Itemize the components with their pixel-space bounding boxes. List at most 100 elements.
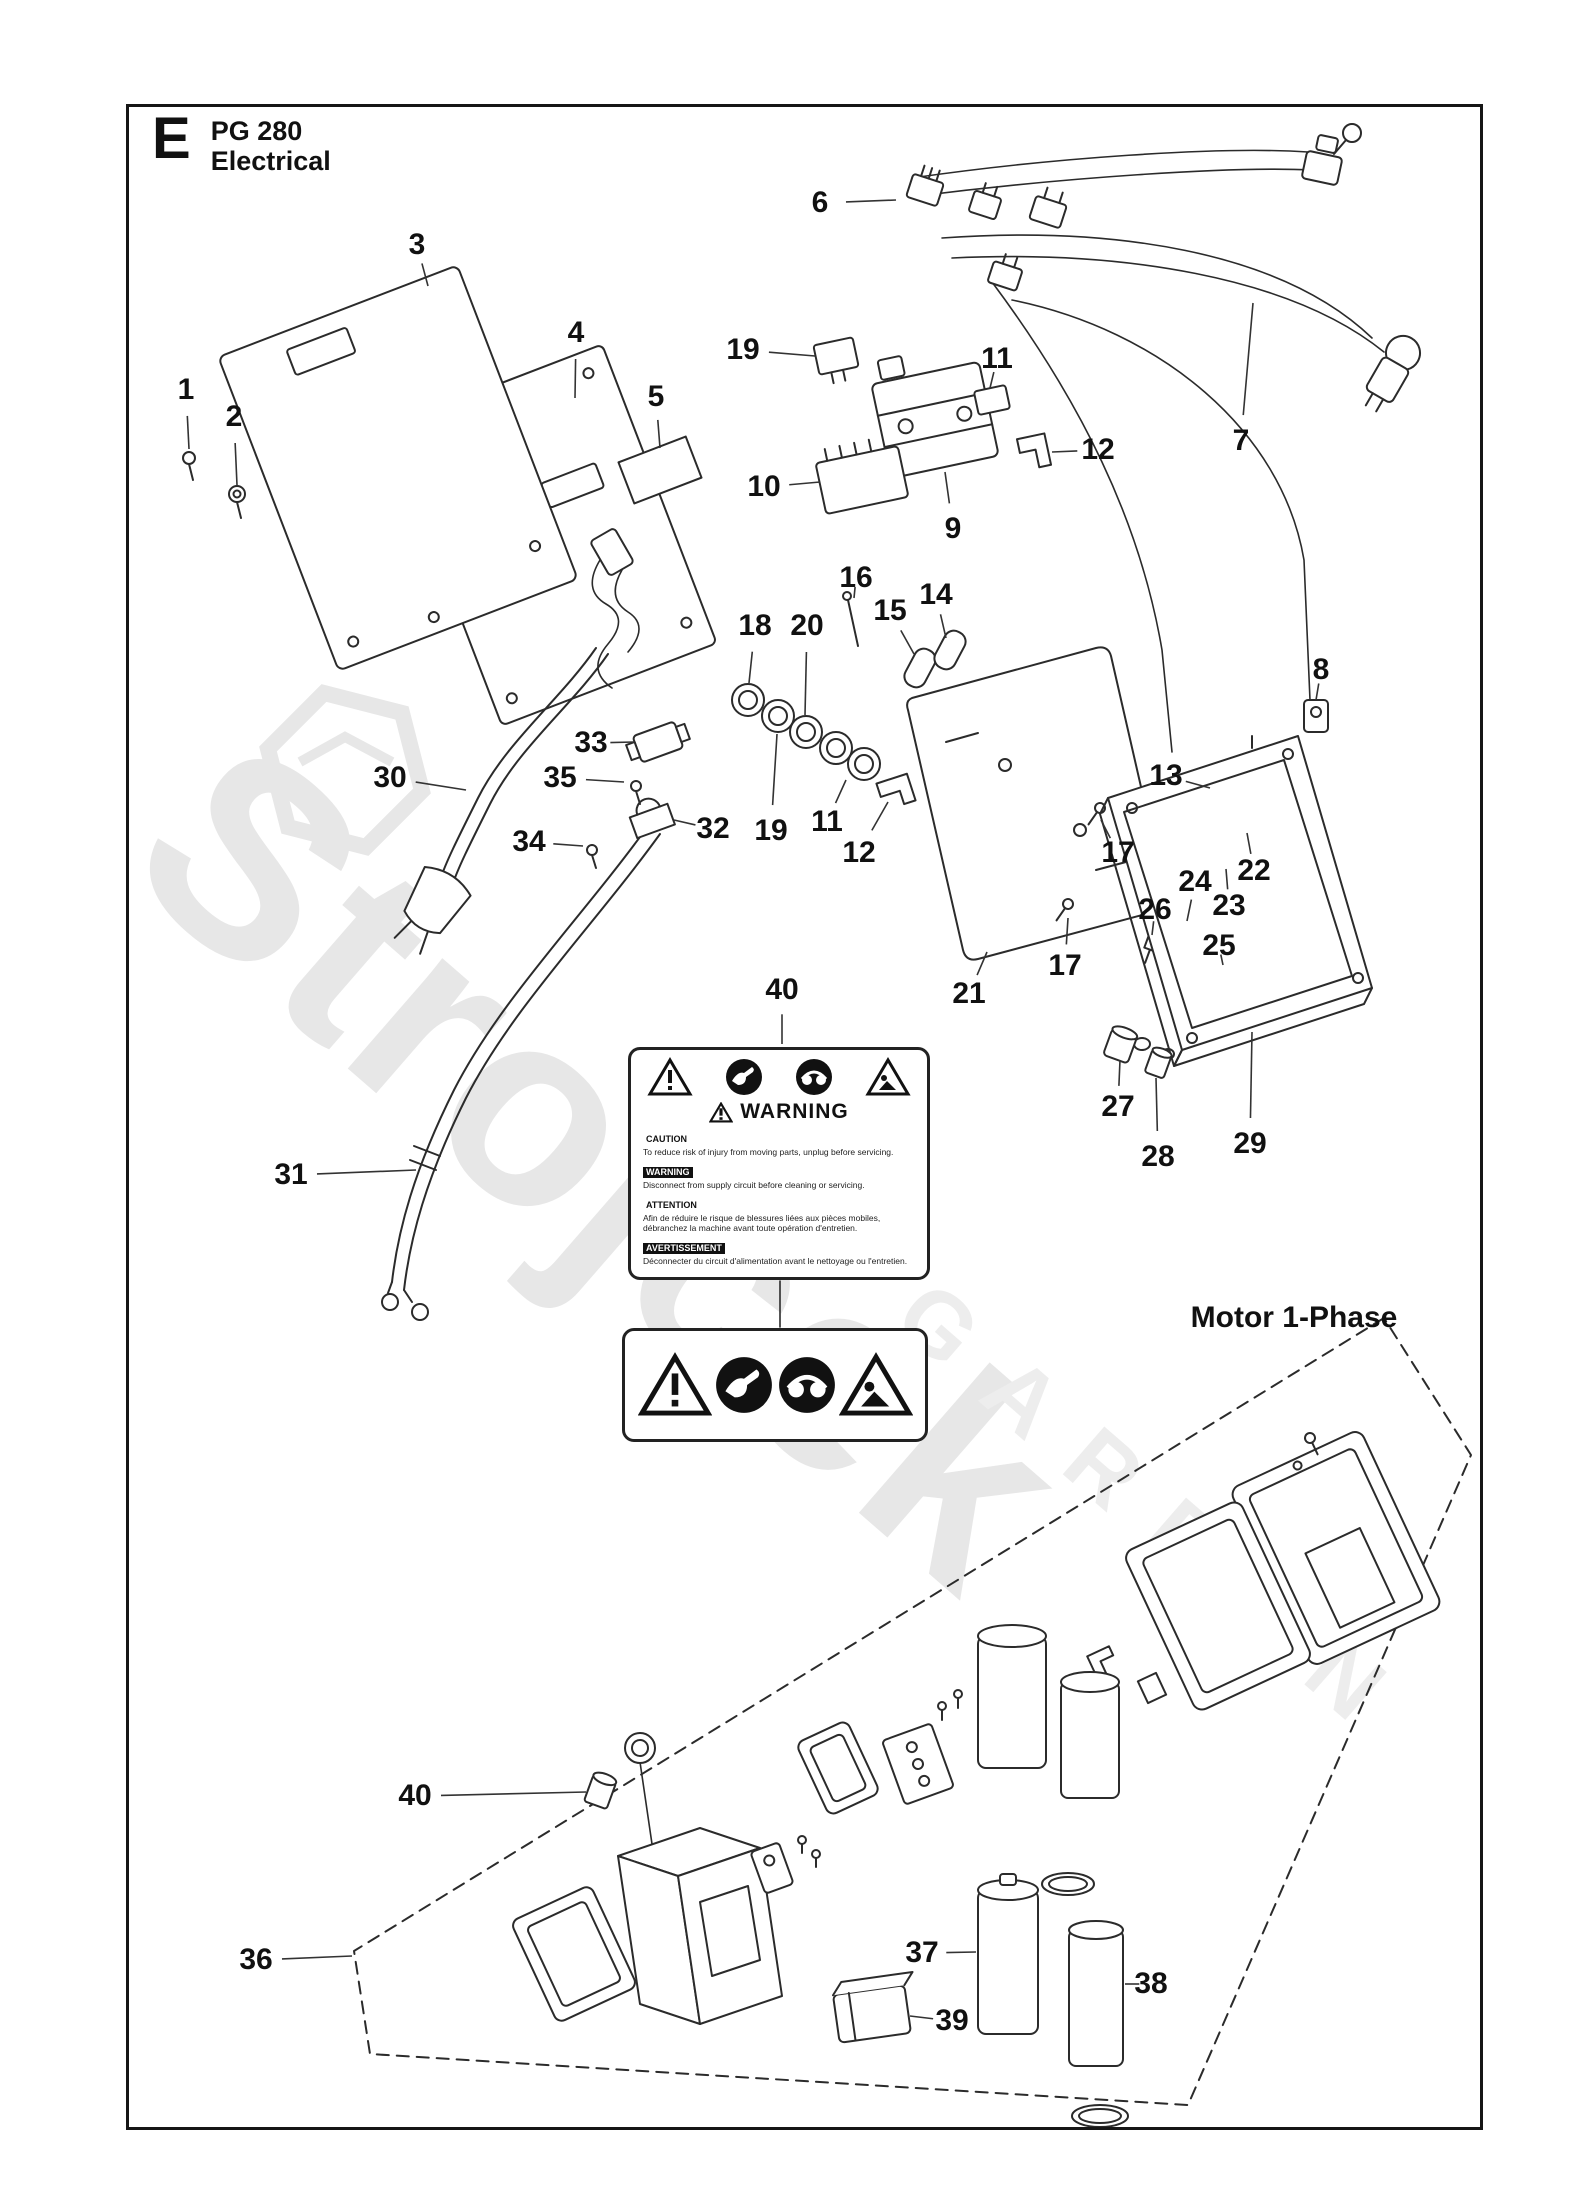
relay-39	[832, 1970, 914, 2044]
warning-section-title: WARNING	[643, 1167, 693, 1179]
part-number-19: 19	[726, 333, 760, 366]
section-title: Electrical	[210, 146, 331, 177]
moving-parts-hazard-icon	[725, 1059, 762, 1095]
part-number-26: 26	[1138, 893, 1172, 926]
wire-harness	[911, 149, 1385, 753]
terminal-screw-a	[937, 1701, 947, 1721]
leader-line-9	[944, 471, 951, 504]
leader-line-17	[1100, 819, 1112, 839]
bracket-12-top	[1015, 432, 1053, 469]
eye-ear-protection-icon	[796, 1059, 833, 1095]
part-number-36: 36	[239, 1943, 273, 1976]
leader-line-11	[989, 371, 995, 389]
warning-icons-row	[643, 1057, 915, 1097]
motor-section-title: Motor 1-Phase	[1190, 1301, 1398, 1334]
panel-3	[219, 266, 577, 670]
part-number-40: 40	[398, 1779, 432, 1812]
leader-line-40	[440, 1791, 587, 1797]
motor-phase-boundary	[353, 1317, 1472, 2106]
connector-11-top	[973, 384, 1011, 416]
capped-connector	[1301, 123, 1362, 186]
leader-line-5	[657, 419, 661, 449]
warning-section-title: ATTENTION	[646, 1200, 697, 1211]
switch-block	[750, 1842, 794, 1894]
switch-screw-b	[811, 1849, 821, 1868]
leader-lines	[186, 199, 1320, 2020]
part-number-34: 34	[512, 825, 546, 858]
warning-section-title: CAUTION	[646, 1134, 687, 1144]
warning-label-40-icons	[622, 1328, 928, 1442]
leader-line-27	[1118, 1059, 1121, 1086]
warning-heading-text: WARNING	[740, 1100, 849, 1123]
watermark-logo-icon	[259, 684, 431, 856]
leader-line-4	[574, 358, 577, 399]
page-title: PG 280 Electrical	[211, 114, 331, 176]
leader-line-2	[234, 442, 238, 486]
leader-line-20	[804, 651, 808, 716]
capacitor-38	[1068, 1920, 1124, 2067]
terminal-block	[882, 1723, 954, 1805]
part-number-2: 2	[225, 400, 243, 433]
gasket-pad	[797, 1721, 879, 1815]
part-number-33: 33	[574, 726, 608, 759]
part-number-4: 4	[567, 316, 585, 349]
leader-line-36	[281, 1955, 353, 1960]
part-number-37: 37	[905, 1936, 939, 1969]
part-number-40: 40	[765, 973, 799, 1006]
leader-line-23	[1225, 868, 1229, 890]
warning-heading: WARNING	[643, 1100, 915, 1124]
warning-section-attention: ATTENTION Afin de réduire le risque de b…	[643, 1195, 915, 1233]
part-number-12: 12	[842, 836, 876, 869]
part-number-27: 27	[1101, 1090, 1135, 1123]
section-letter: E	[152, 106, 191, 171]
part-number-25: 25	[1202, 929, 1236, 962]
leader-line-22	[1246, 832, 1252, 855]
warning-section-text: Afin de réduire le risque de blessures l…	[643, 1213, 881, 1234]
part-number-24: 24	[1178, 865, 1212, 898]
warning-section-text: Déconnecter du circuit d'alimentation av…	[643, 1256, 908, 1267]
part-number-15: 15	[873, 594, 907, 627]
plug-connector-8	[1303, 699, 1329, 733]
warning-section-avertissement: AVERTISSEMENT Déconnecter du circuit d'a…	[643, 1238, 915, 1266]
terminal-strip-10	[815, 438, 909, 515]
starter-box	[617, 1761, 783, 2025]
screw-1	[182, 451, 196, 481]
leader-line-10	[789, 481, 821, 486]
model-name: PG 280	[210, 116, 303, 146]
eye-ear-protection-icon	[778, 1357, 835, 1413]
warning-triangle-icon	[647, 1057, 693, 1096]
cable-gland-28	[1144, 1046, 1173, 1079]
part-number-31: 31	[274, 1158, 308, 1191]
capacitor-sleeve-a	[977, 1624, 1047, 1769]
part-number-19: 19	[754, 814, 788, 847]
leader-line-37	[946, 1951, 977, 1954]
part-number-13: 13	[1149, 759, 1183, 792]
cord-terminals-31	[381, 825, 661, 1321]
leader-line-3	[421, 263, 429, 287]
part-number-14: 14	[919, 578, 953, 611]
part-number-17: 17	[1101, 836, 1135, 869]
leader-line-6	[845, 199, 897, 203]
moving-parts-hazard-icon	[715, 1357, 772, 1413]
leader-line-12	[871, 801, 889, 831]
part-number-20: 20	[790, 609, 824, 642]
o-ring-37	[1041, 1872, 1095, 1896]
leader-line-1	[186, 415, 190, 450]
leader-line-21	[976, 951, 988, 976]
leader-line-19	[768, 351, 816, 357]
part-number-28: 28	[1141, 1140, 1175, 1173]
leader-line-35	[585, 778, 625, 783]
starter-gasket-frame	[512, 1886, 636, 2022]
leader-line-16	[853, 586, 856, 599]
leader-line-24	[1186, 899, 1193, 922]
leader-line-28	[1155, 1077, 1159, 1132]
clamp-33	[625, 721, 691, 763]
part-number-21: 21	[952, 977, 986, 1010]
box-cap	[624, 1732, 656, 1764]
part-number-6: 6	[811, 186, 829, 219]
leader-line-32	[673, 819, 696, 826]
screw-35	[630, 780, 642, 805]
junction-gasket	[1125, 1501, 1311, 1711]
spacer-15	[903, 647, 937, 689]
